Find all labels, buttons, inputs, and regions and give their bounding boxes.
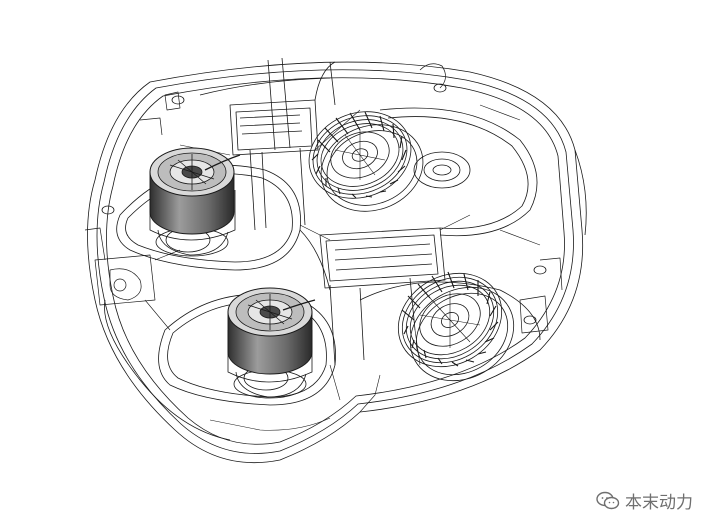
motor-lower-left bbox=[227, 287, 316, 375]
drive-wheel-upper bbox=[308, 111, 424, 212]
detail-lines bbox=[144, 104, 541, 431]
chassis-outer-shell bbox=[87, 61, 587, 463]
watermark-text: 本末动力 bbox=[625, 493, 693, 513]
motor-upper-left bbox=[149, 147, 241, 235]
watermark: 本末动力 bbox=[596, 488, 693, 513]
motor-housings bbox=[149, 190, 313, 399]
side-brackets bbox=[84, 63, 563, 334]
wechat-icon bbox=[596, 491, 620, 511]
central-frame-blocks bbox=[229, 57, 446, 366]
mounting-holes bbox=[101, 83, 547, 391]
inner-plate-contours bbox=[116, 77, 541, 406]
drive-wheel-lower bbox=[397, 271, 515, 382]
